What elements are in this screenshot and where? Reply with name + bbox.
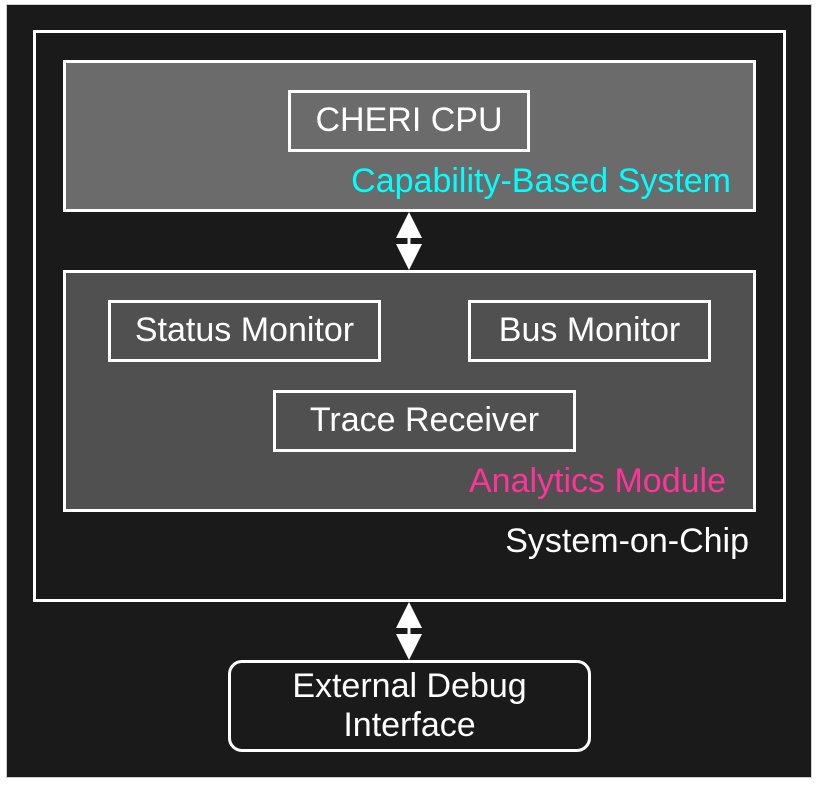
system-on-chip-container: [33, 30, 786, 602]
bus-monitor-block: Bus Monitor: [468, 300, 711, 362]
external-debug-line-2: Interface: [343, 706, 476, 744]
trace-receiver-label: Trace Receiver: [309, 401, 540, 440]
cheri-cpu-label: CHERI CPU: [315, 101, 503, 140]
bus-monitor-label: Bus Monitor: [498, 311, 681, 350]
trace-receiver-block: Trace Receiver: [273, 390, 576, 452]
capability-based-system-label: Capability-Based System: [351, 162, 731, 200]
capability-based-system-panel: [63, 60, 756, 212]
status-monitor-label: Status Monitor: [134, 311, 355, 350]
external-debug-line-1: External Debug: [292, 666, 527, 705]
external-debug-interface-block: External Debug Interface: [228, 660, 591, 752]
analytics-module-label: Analytics Module: [468, 462, 726, 500]
cheri-cpu-block: CHERI CPU: [288, 90, 530, 152]
system-on-chip-label: System-on-Chip: [505, 522, 749, 560]
status-monitor-block: Status Monitor: [108, 300, 381, 362]
